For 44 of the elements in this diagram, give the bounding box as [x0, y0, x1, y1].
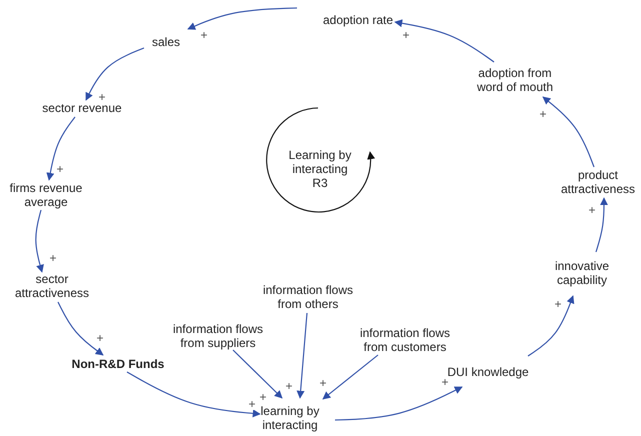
variable-label: sector revenue — [32, 101, 132, 115]
arrow — [394, 19, 494, 62]
arrow — [322, 354, 378, 400]
edge-label: + — [248, 398, 256, 410]
edge-label: + — [96, 332, 104, 344]
variable-label: information flows from suppliers — [163, 322, 273, 350]
arrow — [58, 302, 104, 356]
variable-label: DUI knowledge — [438, 365, 538, 379]
variable-label: adoption from word of mouth — [467, 66, 563, 94]
edge-label: + — [200, 29, 208, 41]
variable-label: information flows from others — [253, 283, 363, 311]
variable-label: Non-R&D Funds — [63, 357, 173, 371]
arrow — [595, 197, 608, 252]
edge-label: + — [56, 163, 64, 175]
edge-label: + — [258, 391, 268, 403]
edge-label: + — [554, 298, 562, 310]
variable-label: product attractiveness — [548, 168, 641, 196]
edge-label: + — [588, 204, 596, 216]
arrow — [35, 210, 44, 273]
edge-label: + — [284, 380, 294, 392]
edge-label: + — [48, 252, 58, 264]
arrow — [528, 295, 574, 356]
variable-label: sector attractiveness — [2, 272, 102, 300]
edge-label: + — [402, 29, 410, 41]
arrow — [46, 116, 76, 181]
variable-label: information flows from customers — [350, 326, 460, 354]
loop-label: R3 — [311, 176, 329, 190]
arrow — [86, 47, 144, 101]
arrow — [187, 7, 298, 30]
variable-label: sales — [136, 35, 196, 49]
edge-label: + — [440, 376, 450, 388]
arrow — [542, 96, 595, 168]
arrow — [334, 386, 463, 421]
variable-label: firms revenue average — [1, 181, 91, 209]
edge-label: + — [318, 377, 328, 389]
edge-label: + — [538, 108, 548, 120]
arrow — [232, 350, 283, 399]
arrow — [126, 372, 261, 418]
arrow — [266, 107, 375, 212]
arrow — [296, 312, 308, 399]
variable-label: adoption rate — [308, 13, 408, 27]
loop-label: Learning by interacting — [288, 148, 352, 176]
edge-label: + — [98, 91, 106, 103]
variable-label: innovative capability — [537, 259, 627, 287]
